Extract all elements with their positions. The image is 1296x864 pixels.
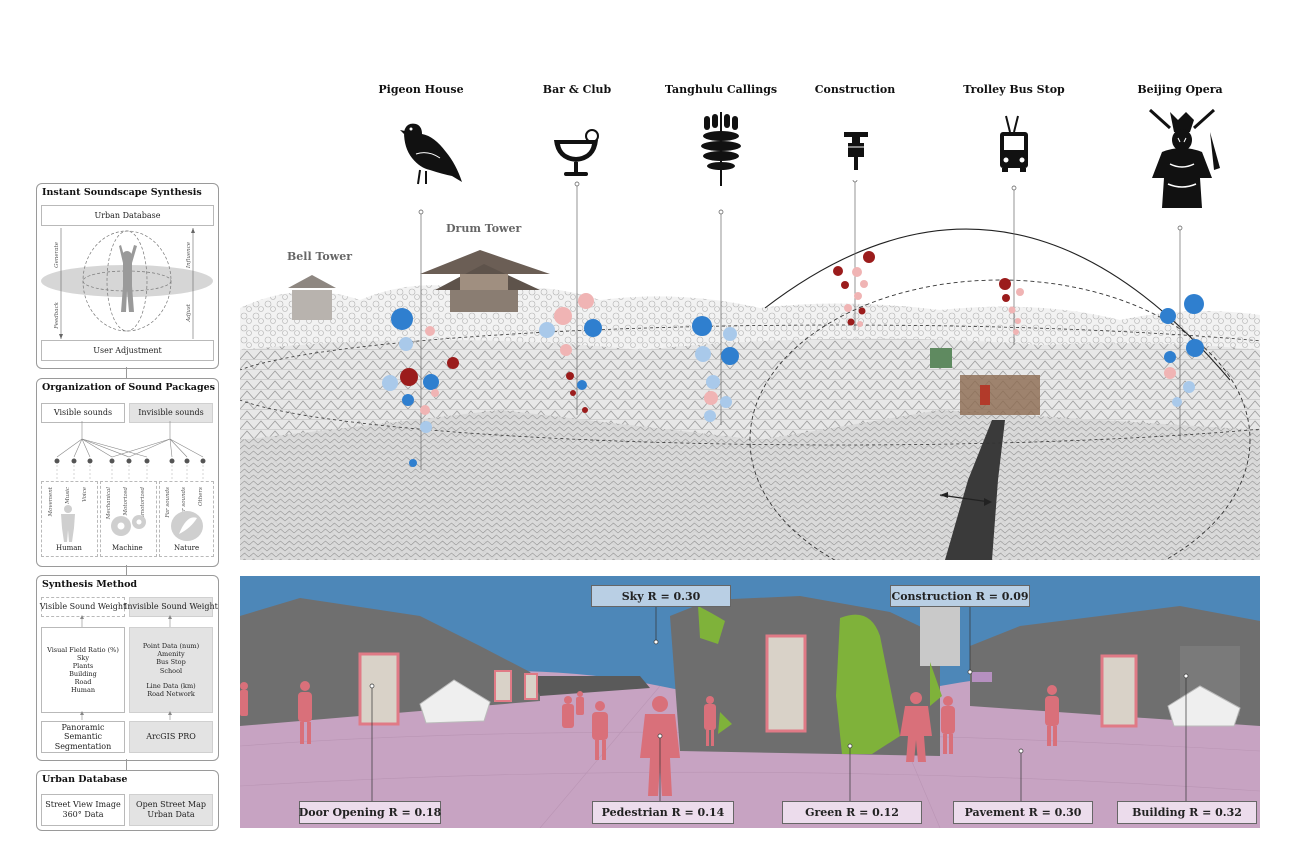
- machine-category: [100, 481, 157, 557]
- tag-generate: Generate: [54, 242, 60, 268]
- tag-feedback: Feedback: [54, 302, 60, 329]
- osm-box: Open Street Map Urban Data: [129, 794, 213, 826]
- source-label-bar-club: Bar & Club: [542, 83, 612, 96]
- connector-line: [126, 367, 127, 378]
- sound-tree-lines: [54, 421, 206, 481]
- visual-line: Building: [69, 670, 97, 678]
- tag-influence: Influence: [186, 242, 192, 269]
- cocktail-glass-icon: [554, 129, 599, 176]
- source-label-trolley-bus: Trolley Bus Stop: [963, 83, 1065, 96]
- segmentation-panorama: [240, 576, 1260, 828]
- pigeon-icon: [400, 123, 462, 185]
- line-data-line: Line Data (km): [146, 681, 196, 690]
- point-line: Amenity: [157, 650, 185, 659]
- osm-sub: Urban Data: [147, 810, 195, 819]
- bell-tower-label: Bell Tower: [287, 250, 353, 263]
- green-region: [836, 614, 900, 754]
- pedestrian-region: [240, 681, 1059, 796]
- method-title: Synthesis Method: [42, 579, 138, 590]
- category-human-label: Human: [56, 544, 82, 552]
- jackhammer-icon: [844, 132, 868, 170]
- connector-line: [126, 565, 127, 575]
- point-line: Bus Stop: [156, 658, 186, 667]
- tanghulu-emotion-cluster: [692, 316, 739, 422]
- drum-tower-drawing: [420, 250, 550, 312]
- street-view-sub: 360° Data: [62, 810, 104, 819]
- visual-line: Road: [74, 678, 92, 687]
- method-arrows: [80, 615, 172, 720]
- bell-tower-drawing: [288, 275, 336, 320]
- visual-field-box: Visual Field Ratio (%) Sky Plants Buildi…: [41, 627, 125, 713]
- visual-line: Sky: [76, 653, 90, 662]
- emotion-markers: [382, 251, 1204, 467]
- bar-emotion-cluster: [539, 293, 602, 413]
- category-nature-label: Nature: [174, 544, 200, 552]
- segmentation-box: Panoramic Semantic Segmentation: [41, 721, 125, 753]
- pigeon-emotion-cluster: [382, 308, 459, 467]
- organization-panel: Organization of Sound Packages Visible s…: [36, 378, 219, 567]
- synthesis-panel: Instant Soundscape Synthesis Urban Datab…: [36, 183, 219, 369]
- drum-tower-label: Drum Tower: [446, 222, 522, 235]
- urban-database-box: Urban Database: [41, 205, 214, 226]
- connector-line: [126, 759, 127, 770]
- opera-emotion-cluster: [1160, 294, 1204, 407]
- opera-performer-icon: [1148, 108, 1220, 208]
- synthesis-title: Instant Soundscape Synthesis: [42, 187, 202, 198]
- invisible-sounds-box: Invisible sounds: [129, 403, 213, 423]
- line-data-line: Road Network: [147, 689, 195, 698]
- sky-ratio-label: Sky R = 0.30: [591, 585, 731, 607]
- pavement-ratio-label: Pavement R = 0.30: [953, 801, 1093, 824]
- invisible-data-box: Point Data (num) Amenity Bus Stop School…: [129, 627, 213, 713]
- segmentation-label: Panoramic Semantic Segmentation: [54, 722, 112, 751]
- visual-line: Plants: [72, 661, 94, 670]
- street-view-label: Street View Image: [45, 800, 121, 810]
- source-label-construction: Construction: [814, 83, 896, 96]
- source-label-pigeon-house: Pigeon House: [378, 83, 464, 96]
- trolley-bus-icon: [1000, 115, 1028, 172]
- source-label-tanghulu: Tanghulu Callings: [664, 83, 778, 96]
- user-adjustment-box: User Adjustment: [41, 340, 214, 361]
- panorama-sketch: [240, 180, 1260, 560]
- tanghulu-skewer-icon: [701, 112, 741, 186]
- database-title: Urban Database: [42, 774, 128, 785]
- visible-sounds-box: Visible sounds: [41, 403, 125, 423]
- street-view-box: Street View Image 360° Data: [41, 794, 125, 826]
- visual-line: Human: [70, 686, 96, 695]
- green-ratio-label: Green R = 0.12: [782, 801, 922, 824]
- synthesis-globe-diagram: [41, 228, 213, 339]
- method-panel: Synthesis Method Visible Sound Weight In…: [36, 575, 219, 761]
- building-ratio-label: Building R = 0.32: [1117, 801, 1257, 824]
- pedestrian-ratio-label: Pedestrian R = 0.14: [592, 801, 734, 824]
- database-panel: Urban Database Street View Image 360° Da…: [36, 770, 219, 831]
- category-machine-label: Machine: [112, 544, 143, 552]
- subtype-voice: Voice: [82, 487, 88, 502]
- osm-label: Open Street Map: [136, 800, 206, 810]
- visible-weight-box: Visible Sound Weight: [40, 597, 126, 617]
- organization-title: Organization of Sound Packages: [42, 382, 215, 393]
- tag-adjust: Adjust: [186, 304, 192, 322]
- point-line: Point Data (num): [142, 642, 200, 651]
- construction-ratio-label: Construction R = 0.09: [890, 585, 1030, 607]
- visual-line: Visual Field Ratio (%): [47, 645, 119, 654]
- subtype-music: Music: [65, 487, 71, 504]
- arcgis-box: ArcGIS PRO: [129, 721, 213, 753]
- source-label-beijing-opera: Beijing Opera: [1137, 83, 1223, 96]
- invisible-weight-box: Invisible Sound Weight: [124, 597, 218, 617]
- door-ratio-label: Door Opening R = 0.18: [299, 801, 441, 824]
- point-line: School: [159, 666, 183, 675]
- construction-emotion-cluster: [833, 251, 875, 327]
- category-silhouettes: [61, 505, 203, 542]
- trolley-emotion-cluster: [999, 278, 1024, 335]
